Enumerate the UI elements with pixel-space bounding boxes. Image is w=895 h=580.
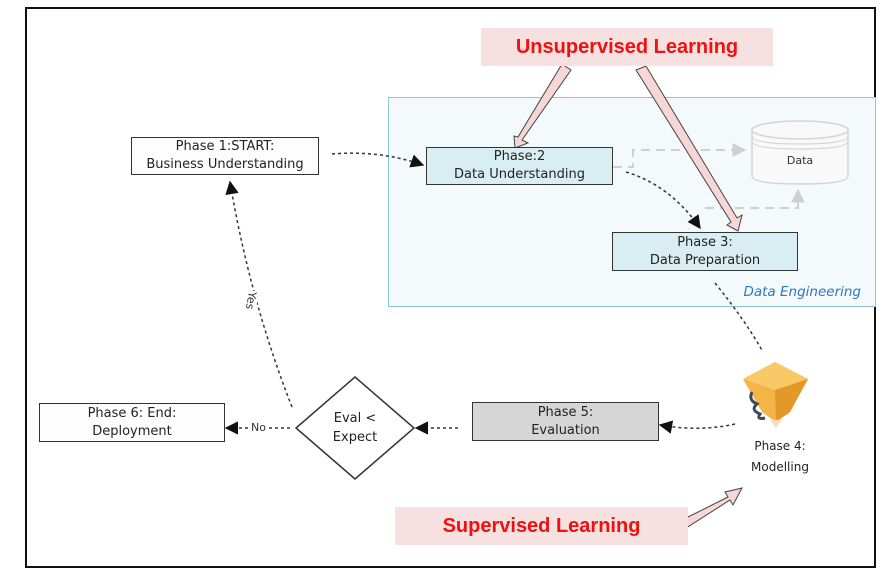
decision-line1: Eval < [333,411,377,426]
phase2-data-understanding: Phase:2 Data Understanding [426,147,613,185]
phase5-evaluation: Phase 5: Evaluation [472,402,659,441]
phase5-title: Phase 5: [537,404,594,420]
decision-diamond [294,376,416,480]
diamond-model-icon [743,362,808,428]
phase3-subtitle: Data Preparation [649,252,761,268]
phase6-title: Phase 6: End: [87,405,177,421]
unsupervised-arrow-to-phase2 [513,63,572,149]
connector-phase3-to-phase4 [714,282,764,353]
connector-phase4-to-phase5 [658,420,736,434]
connector-decision-to-phase1 [225,180,293,408]
unsupervised-learning-label: Unsupervised Learning [515,35,739,58]
phase2-subtitle: Data Understanding [454,167,585,182]
connector-phase2-to-phase3 [625,171,701,230]
unsupervised-learning-banner: Unsupervised Learning [481,28,773,66]
phase2-title: Phase:2 [493,149,546,164]
phase3-title: Phase 3: [677,234,733,250]
edge-label-no: No [250,421,267,434]
phase4-subtitle: Modelling [751,460,809,474]
phase4-modelling-label: Phase 4: Modelling [740,436,820,478]
phase6-subtitle: Deployment [92,423,172,439]
data-engineering-label: Data Engineering [743,284,861,300]
phase1-subtitle: Business Understanding [146,157,304,172]
phase3-data-preparation: Phase 3: Data Preparation [612,232,798,271]
phase1-business-understanding: Phase 1:START: Business Understanding [131,137,319,175]
decision-line2: Expect [332,430,378,445]
phase5-subtitle: Evaluation [531,422,600,438]
phase4-title: Phase 4: [754,439,806,453]
supervised-learning-label: Supervised Learning [442,514,641,537]
phase1-title: Phase 1:START: [175,139,275,154]
unsupervised-arrow-to-phase3 [635,65,743,232]
data-store-label: Data [786,154,814,167]
connector-phase1-to-phase2 [331,152,425,168]
phase6-deployment: Phase 6: End: Deployment [39,403,225,442]
connector-phase3-to-data [705,188,805,209]
decision-label: Eval < Expect [300,394,410,462]
connector-phase2-to-data [613,143,747,168]
database-cylinder-icon [751,120,849,185]
supervised-learning-banner: Supervised Learning [395,507,688,545]
